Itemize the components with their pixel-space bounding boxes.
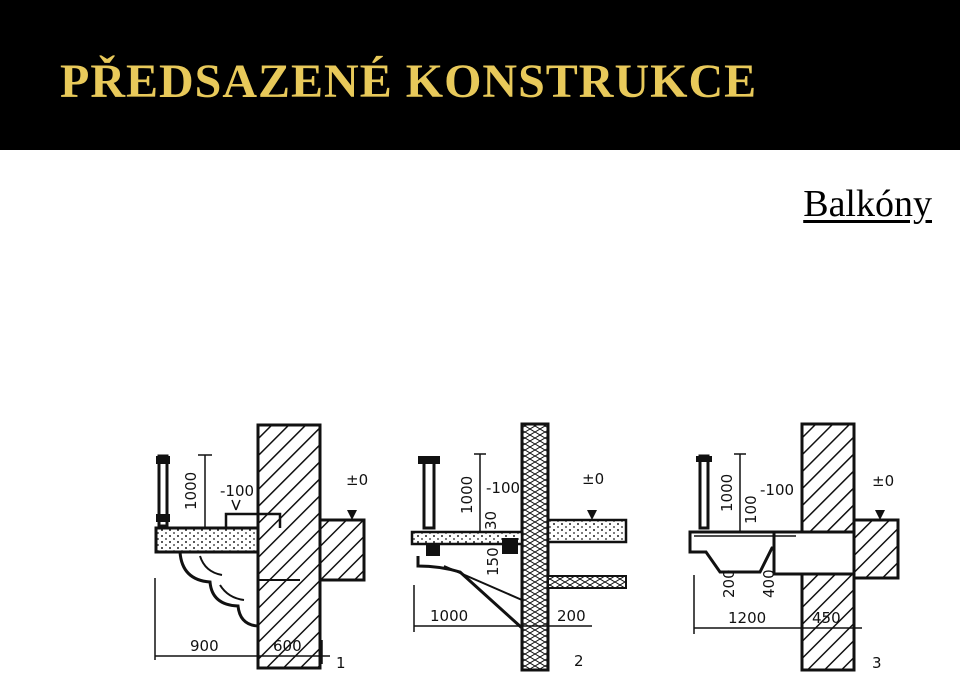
balcony-slab-3 bbox=[688, 530, 856, 576]
dimension-lines-3 bbox=[693, 453, 894, 634]
fig1-height-1000: 1000 bbox=[182, 472, 200, 510]
fig1-width-600: 600 bbox=[273, 637, 302, 655]
title-bar: PŘEDSAZENÉ KONSTRUKCE bbox=[0, 0, 960, 150]
dimension-lines-1 bbox=[154, 454, 364, 664]
figure-1-balcony-section: 1000 -100 ±0 900 600 1 bbox=[154, 423, 368, 672]
railing-3 bbox=[696, 454, 712, 530]
page-title: PŘEDSAZENÉ KONSTRUKCE bbox=[60, 55, 758, 108]
fig3-width-1200: 1200 bbox=[728, 609, 766, 627]
fig3-height-100: 100 bbox=[742, 495, 760, 524]
fig1-level-zero: ±0 bbox=[346, 471, 368, 489]
figure-3-balcony-section: 1000 100 200 400 -100 ±0 1200 450 3 bbox=[688, 422, 900, 672]
fig2-level-minus100: -100 bbox=[486, 479, 520, 497]
fig3-height-200: 200 bbox=[720, 569, 738, 598]
fig3-width-450: 450 bbox=[812, 609, 841, 627]
fig2-width-200: 200 bbox=[557, 607, 586, 625]
railing-1 bbox=[156, 454, 170, 528]
fig3-height-1000: 1000 bbox=[718, 474, 736, 512]
corbel-1 bbox=[178, 551, 259, 628]
fig2-width-1000: 1000 bbox=[430, 607, 468, 625]
fig2-height-1000: 1000 bbox=[458, 476, 476, 514]
fig2-height-150: 150 bbox=[484, 547, 502, 576]
wall-1 bbox=[256, 423, 366, 670]
balcony-slab-1 bbox=[154, 512, 282, 554]
fig2-level-zero: ±0 bbox=[582, 470, 604, 488]
fig3-level-zero: ±0 bbox=[872, 472, 894, 490]
fig3-number: 3 bbox=[872, 654, 882, 672]
fig2-number: 2 bbox=[574, 652, 584, 670]
wall-2 bbox=[520, 422, 550, 672]
fig2-height-30: 30 bbox=[482, 511, 500, 530]
floor-slab-2 bbox=[546, 518, 628, 589]
railing-2 bbox=[418, 456, 440, 530]
bracket-2 bbox=[416, 556, 524, 630]
figure-2-balcony-section: 1000 30 150 -100 ±0 1000 200 2 bbox=[410, 422, 628, 672]
balcony-slab-2 bbox=[410, 530, 524, 556]
section-subtitle: Balkóny bbox=[803, 183, 932, 225]
fig3-height-400: 400 bbox=[760, 569, 778, 598]
fig3-level-minus100: -100 bbox=[760, 481, 794, 499]
fig1-width-900: 900 bbox=[190, 637, 219, 655]
fig1-number: 1 bbox=[336, 654, 346, 672]
fig1-level-minus100: -100 bbox=[220, 482, 254, 500]
dimension-lines-2 bbox=[413, 453, 604, 632]
